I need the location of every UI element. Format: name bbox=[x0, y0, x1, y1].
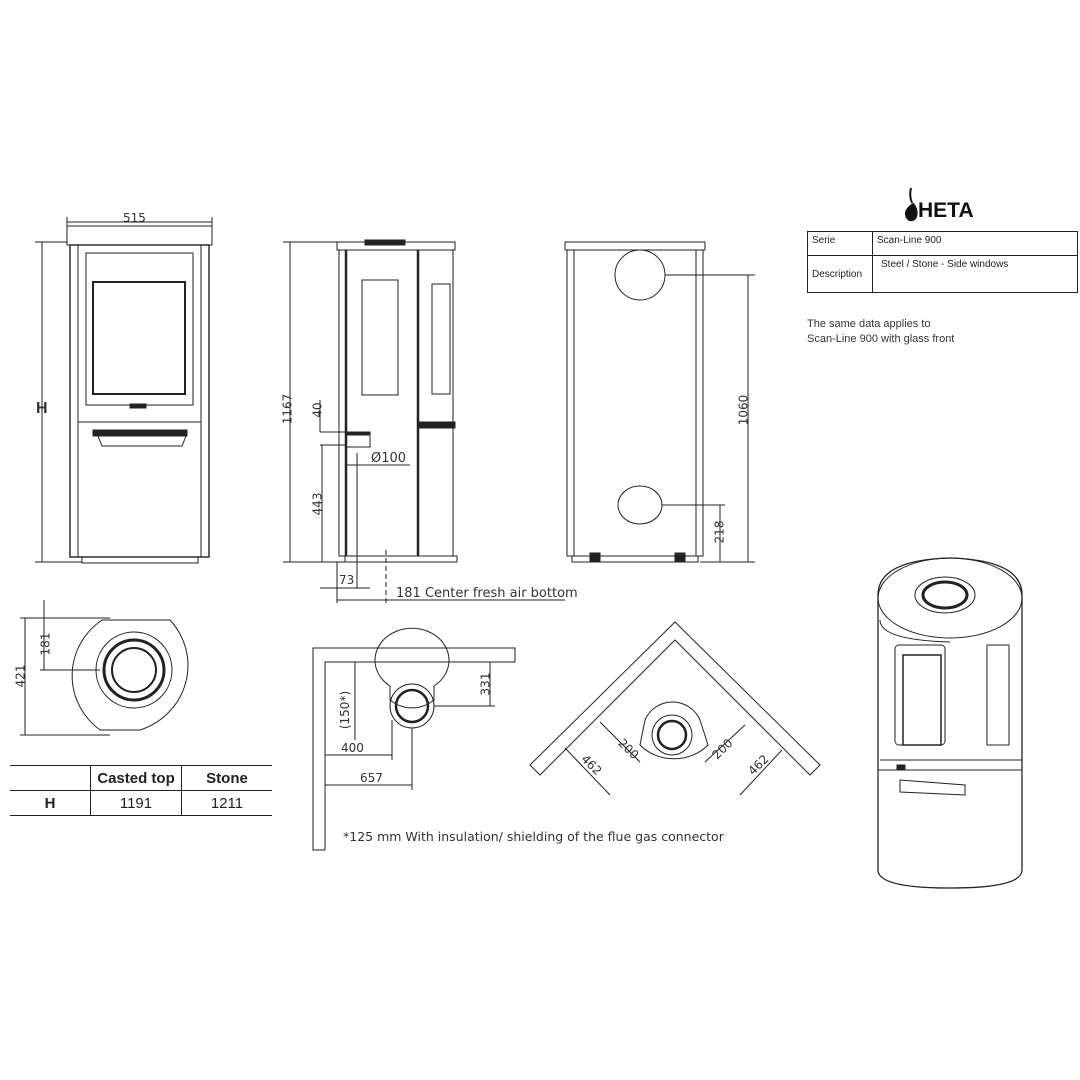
footnote: *125 mm With insulation/ shielding of th… bbox=[343, 829, 724, 844]
side-diameter: Ø100 bbox=[371, 451, 407, 466]
top-dim-181: 181 bbox=[38, 632, 53, 656]
note-line-2: Scan-Line 900 with glass front bbox=[807, 333, 955, 345]
corner-installation bbox=[529, 621, 821, 796]
wall-dim-657: 657 bbox=[360, 771, 383, 785]
back-view bbox=[564, 241, 755, 563]
height-casted-value: 1191 bbox=[90, 790, 182, 816]
note: The same data applies to Scan-Line 900 w… bbox=[807, 317, 954, 347]
fresh-air-label: 181 Center fresh air bottom bbox=[396, 586, 578, 601]
back-dim-1060: 1060 bbox=[736, 394, 751, 426]
top-dim-421: 421 bbox=[13, 664, 28, 688]
front-width-label: 515 bbox=[123, 211, 146, 225]
height-table-header-casted: Casted top bbox=[90, 765, 182, 791]
side-height-label: 1167 bbox=[280, 393, 295, 425]
front-height-label: H bbox=[36, 400, 48, 417]
side-view bbox=[283, 239, 565, 603]
back-dim-218: 218 bbox=[712, 520, 727, 544]
heta-flame-logo bbox=[904, 187, 918, 222]
wall-dim-331: 331 bbox=[478, 672, 493, 696]
side-dim-40: 40 bbox=[310, 402, 325, 418]
height-table: Casted top Stone H 1191 1211 bbox=[10, 765, 272, 816]
wall-dim-150: (150*) bbox=[338, 690, 353, 730]
front-view bbox=[35, 217, 213, 564]
description-value: Steel / Stone - Side windows bbox=[872, 255, 1078, 293]
serie-label: Serie bbox=[807, 231, 873, 256]
wall-installation bbox=[312, 627, 516, 851]
stove-3d-render bbox=[877, 557, 1023, 889]
description-label: Description bbox=[807, 255, 873, 293]
note-line-1: The same data applies to bbox=[807, 318, 931, 330]
height-stone-value: 1211 bbox=[181, 790, 272, 816]
side-dim-73: 73 bbox=[339, 573, 355, 587]
height-table-header-stone: Stone bbox=[181, 765, 272, 791]
height-table-row-label: H bbox=[10, 790, 91, 816]
serie-value: Scan-Line 900 bbox=[872, 231, 1078, 256]
height-table-header-empty bbox=[10, 765, 91, 791]
top-view bbox=[20, 600, 189, 736]
wall-dim-400: 400 bbox=[341, 741, 364, 755]
side-dim-443: 443 bbox=[310, 492, 325, 516]
heta-logo-text: HETA bbox=[918, 199, 974, 222]
